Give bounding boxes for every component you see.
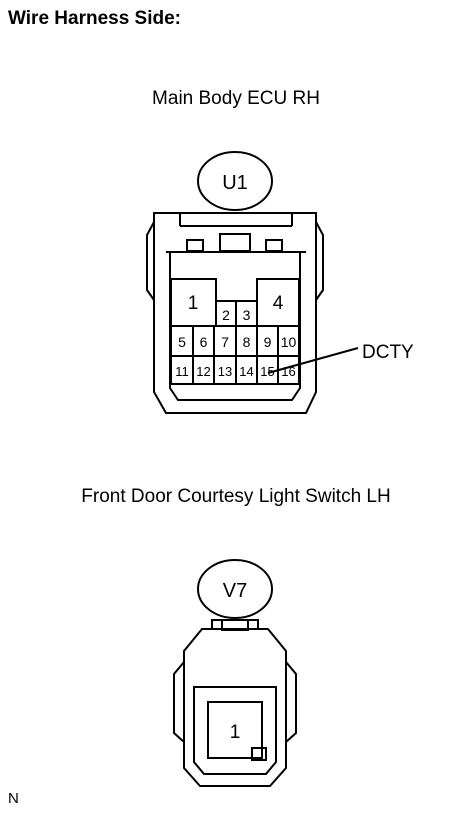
u1-pin-label: 5 [178,334,186,350]
u1-pin-label: 14 [239,364,253,379]
u1-pin-label: 2 [222,307,230,323]
u1-pin-label: 10 [281,334,297,350]
dcty-leader-line [267,347,359,374]
switch-connector-title: Front Door Courtesy Light Switch LH [81,486,391,507]
v7-pin-label: 1 [230,722,241,743]
u1-pin-label: 13 [218,364,232,379]
footer-mark: N [8,790,19,807]
u1-connector-housing [146,212,324,414]
dcty-callout-label: DCTY [362,342,414,363]
u1-pin-label: 7 [221,334,229,350]
u1-pin-label: 4 [273,293,284,314]
u1-pin-label: 12 [196,364,210,379]
u1-pin-label: 6 [200,334,208,350]
u1-pin-label: 9 [264,334,272,350]
u1-code-label: U1 [222,172,248,194]
u1-pin-label: 8 [243,334,251,350]
u1-pin-label: 11 [175,364,189,379]
v7-code-bubble [197,559,273,619]
u1-code-bubble [197,151,273,211]
u1-pin-label: 15 [260,364,274,379]
v7-code-label: V7 [223,580,247,602]
u1-pin-label: 16 [281,364,295,379]
page-heading: Wire Harness Side: [8,8,182,29]
ecu-connector-title: Main Body ECU RH [152,88,320,109]
u1-pin-label: 1 [188,293,199,314]
u1-pin-label: 3 [243,307,251,323]
v7-connector-housing [173,619,297,787]
